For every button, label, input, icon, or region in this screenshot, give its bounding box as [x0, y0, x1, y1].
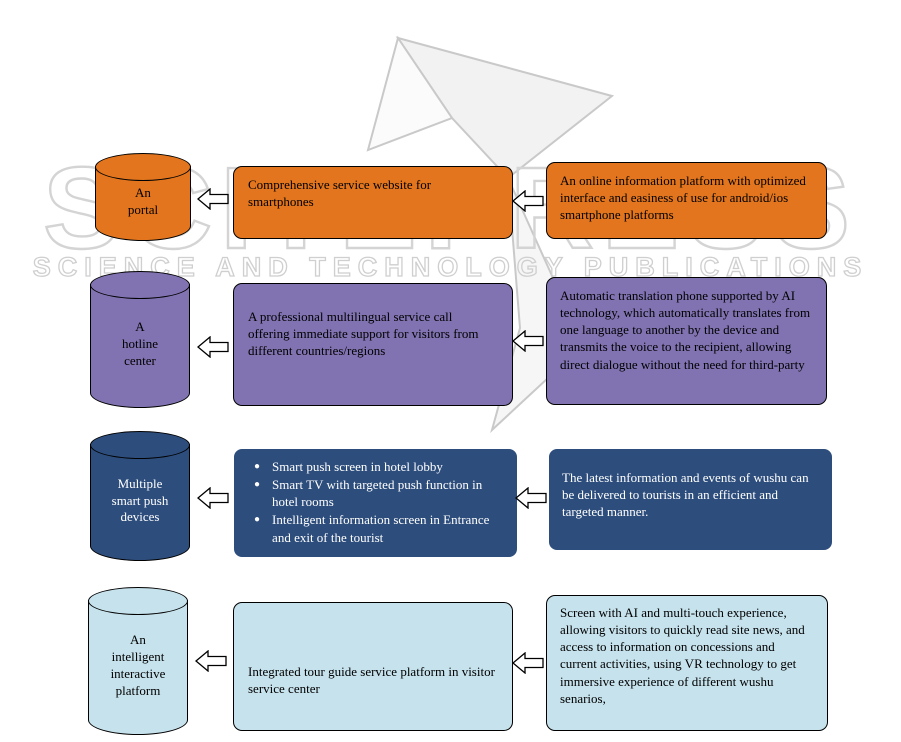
left-arrow-icon — [515, 487, 547, 509]
bullet-list: ● Smart push screen in hotel lobby ● Sma… — [234, 449, 517, 546]
portal-right-box: An online information platform with opti… — [546, 162, 827, 239]
left-arrow-icon — [197, 487, 229, 509]
bullet-icon: ● — [254, 479, 261, 491]
left-arrow-icon — [197, 188, 229, 210]
bullet-icon: ● — [254, 461, 261, 472]
cylinder-label: An portal — [127, 185, 159, 217]
bullet-text: Smart TV with targeted push function in … — [272, 477, 483, 510]
box-text: Automatic translation phone supported by… — [560, 288, 811, 372]
push-devices-middle-box: ● Smart push screen in hotel lobby ● Sma… — [233, 448, 518, 558]
cylinder-body — [90, 444, 190, 561]
bullet-text: Intelligent information screen in Entran… — [272, 512, 490, 545]
portal-cylinder: An portal — [95, 153, 191, 241]
interactive-platform-cylinder: An intelligent interactive platform — [88, 587, 188, 735]
bullet-item: ● Smart TV with targeted push function i… — [254, 476, 509, 510]
cylinder-label: A hotline center — [121, 319, 159, 368]
cylinder-top-ellipse — [88, 587, 188, 615]
bullet-item: ● Smart push screen in hotel lobby — [254, 458, 509, 475]
cylinder-top-ellipse — [90, 271, 190, 299]
interactive-platform-middle-box: Integrated tour guide service platform i… — [233, 602, 513, 731]
cylinder-label: Multiple smart push devices — [111, 475, 169, 525]
cylinder-label: An intelligent interactive platform — [110, 632, 166, 698]
push-devices-right-box: The latest information and events of wus… — [548, 448, 833, 551]
left-arrow-icon — [195, 650, 227, 672]
left-arrow-icon — [512, 330, 544, 352]
box-text: Integrated tour guide service platform i… — [248, 664, 495, 697]
hotline-cylinder: A hotline center — [90, 271, 190, 408]
left-arrow-icon — [512, 190, 544, 212]
bullet-text: Smart push screen in hotel lobby — [272, 459, 443, 474]
cylinder-top-ellipse — [90, 431, 190, 459]
cylinder-top-ellipse — [95, 153, 191, 181]
push-devices-cylinder: Multiple smart push devices — [90, 431, 190, 561]
hotline-right-box: Automatic translation phone supported by… — [546, 277, 827, 405]
box-text: An online information platform with opti… — [560, 173, 806, 223]
box-text: Screen with AI and multi-touch experienc… — [560, 605, 805, 706]
interactive-platform-right-box: Screen with AI and multi-touch experienc… — [546, 595, 828, 731]
box-text: The latest information and events of wus… — [562, 470, 809, 520]
box-text: A professional multilingual service call… — [248, 309, 479, 359]
bullet-icon: ● — [254, 514, 261, 526]
box-text: Comprehensive service website for smartp… — [248, 177, 432, 210]
hotline-middle-box: A professional multilingual service call… — [233, 283, 513, 406]
bullet-item: ● Intelligent information screen in Entr… — [254, 511, 509, 545]
left-arrow-icon — [197, 336, 229, 358]
left-arrow-icon — [512, 652, 544, 674]
cylinder-body — [90, 284, 190, 408]
portal-middle-box: Comprehensive service website for smartp… — [233, 166, 513, 239]
